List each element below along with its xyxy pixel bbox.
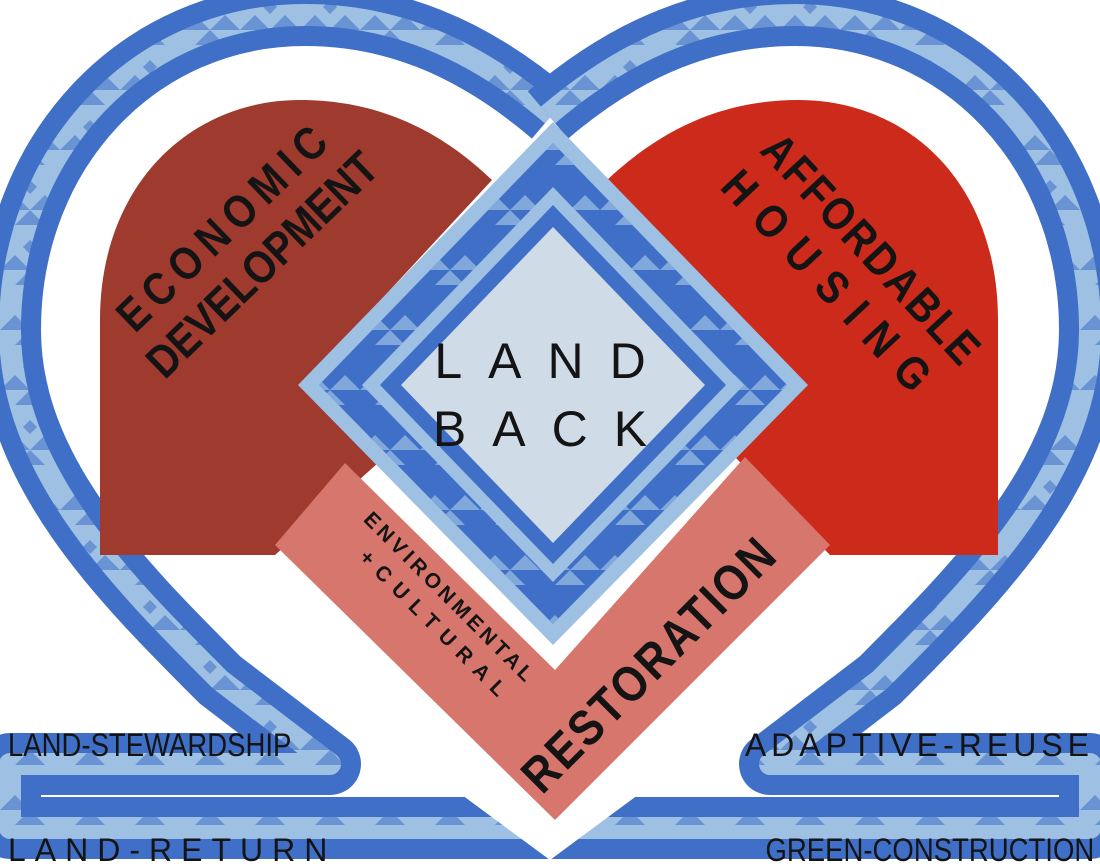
band-restoration bbox=[275, 457, 830, 820]
label-land-return: LAND-RETURN bbox=[8, 832, 337, 868]
label-green-construction: GREEN-CONSTRUCTION bbox=[765, 832, 1094, 868]
ribbon-left-pattern bbox=[0, 0, 573, 859]
center-diamond-frame bbox=[298, 122, 808, 645]
center-line-2: BACK bbox=[433, 401, 673, 457]
ribbon-right-pattern bbox=[527, 0, 1100, 859]
lobe-affordable-housing bbox=[607, 100, 998, 555]
label-adaptive-reuse: ADAPTIVE-REUSE bbox=[744, 727, 1094, 763]
center-line-1: LAND bbox=[434, 333, 671, 389]
lobe-economic-development bbox=[100, 100, 492, 555]
label-land-stewardship: LAND-STEWARDSHIP bbox=[8, 727, 292, 763]
